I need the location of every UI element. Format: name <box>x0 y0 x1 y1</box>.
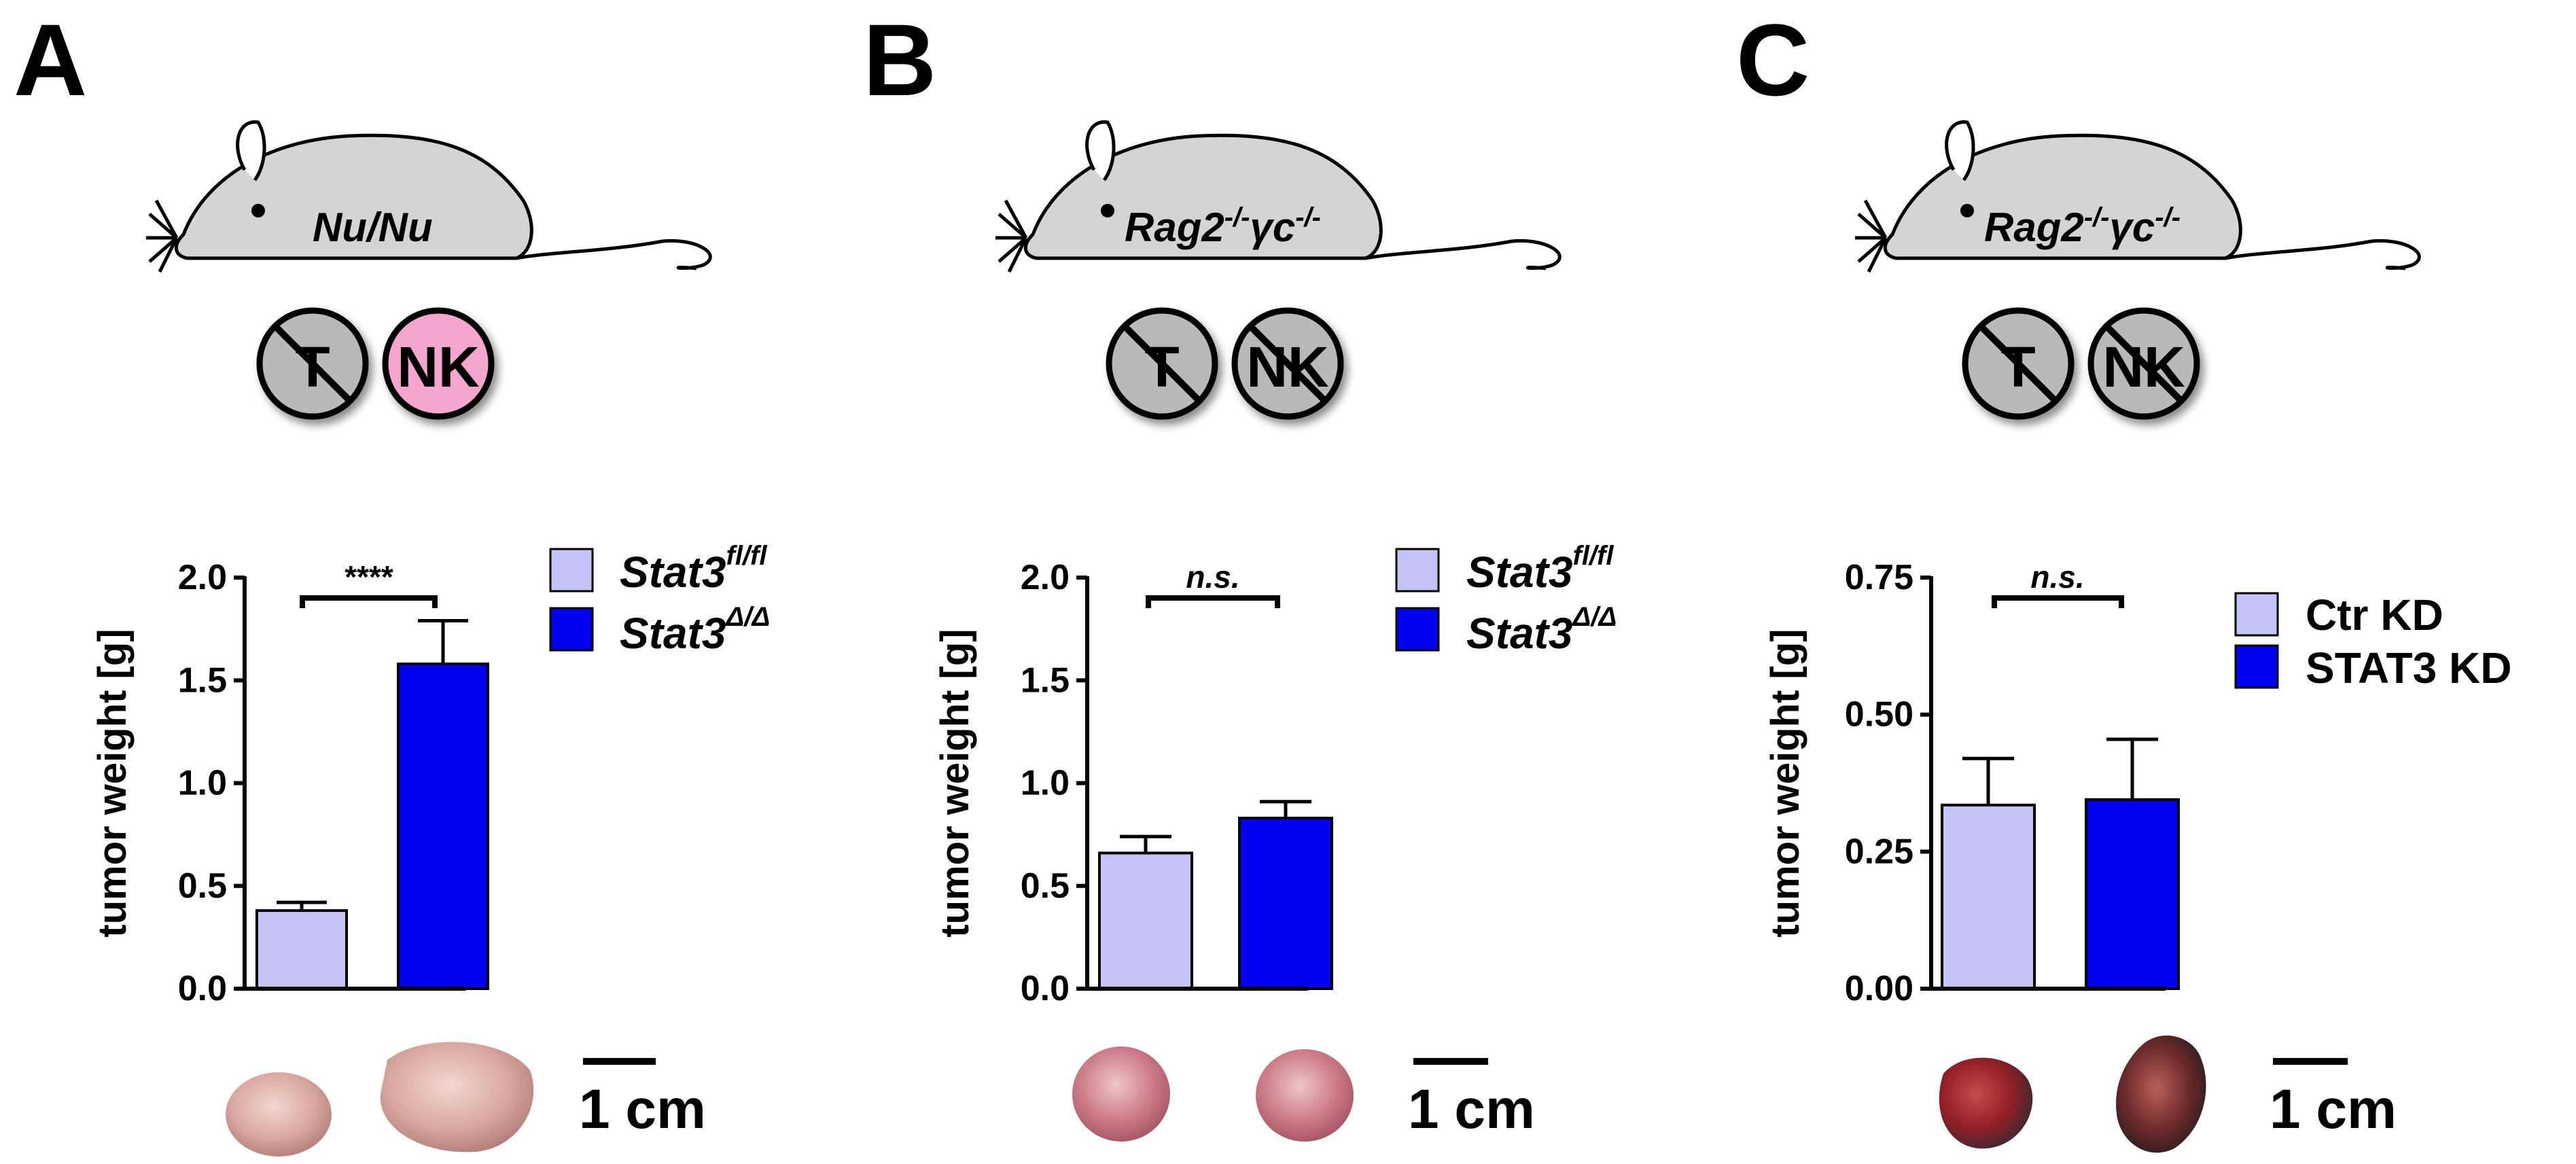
significance-label: n.s. <box>1186 559 1239 595</box>
tumor-photo <box>1072 1046 1170 1142</box>
tumor-photo <box>2116 1035 2206 1153</box>
mouse-ear <box>1945 120 1975 181</box>
svg-text:1 cm: 1 cm <box>1408 1078 1535 1140</box>
svg-text:STAT3 KD: STAT3 KD <box>2306 643 2511 692</box>
mouse-ear <box>236 120 266 181</box>
tumor-photo <box>226 1072 332 1157</box>
y-tick-label: 0.5 <box>1021 866 1070 906</box>
svg-text:Stat3Δ/Δ: Stat3Δ/Δ <box>1466 602 1617 658</box>
bar <box>1098 851 1193 990</box>
significance-label: n.s. <box>2030 559 2084 595</box>
bar-chart: 0.0 0.5 1.0 1.5 2.0 tumor weight [g] <box>933 558 1333 1008</box>
panel-b: B Rag2-/-γc-/- T NK 0.0 0.5 1.0 1.5 2.0 tumor… <box>863 3 1617 1142</box>
legend: Stat3fl/fl Stat3Δ/Δ <box>1395 541 1617 658</box>
tumor-photo <box>380 1042 534 1152</box>
cell-icon-t: T <box>1962 307 2075 420</box>
tumor-photos <box>1939 1035 2206 1153</box>
mouse-tail <box>516 239 712 270</box>
tumor-photo <box>1939 1057 2033 1149</box>
y-tick-label: 2.0 <box>1021 558 1070 597</box>
bar-chart: 0.0 0.5 1.0 1.5 2.0 tumor weight [g] <box>90 558 489 1008</box>
tumor-photo <box>1256 1049 1354 1142</box>
y-tick-label: 1.0 <box>1021 764 1070 803</box>
strain-label: Rag2-/-γc-/- <box>1125 202 1321 250</box>
legend-item: STAT3 KD <box>2234 643 2511 692</box>
significance: n.s. <box>1146 559 1280 608</box>
mouse-eye <box>1960 204 1974 217</box>
legend-item: Ctr KD <box>2234 590 2443 639</box>
significance: n.s. <box>1992 559 2124 608</box>
y-tick-label: 2.0 <box>178 558 227 597</box>
svg-text:Ctr KD: Ctr KD <box>2306 590 2443 639</box>
legend-item: Stat3Δ/Δ <box>1395 602 1617 658</box>
y-tick-label: 0.50 <box>1845 695 1913 735</box>
mouse-ear <box>1085 120 1116 181</box>
legend: Ctr KD STAT3 KD <box>2234 590 2511 692</box>
y-tick-label: 0.5 <box>178 866 227 906</box>
y-axis-title: tumor weight [g] <box>90 629 135 937</box>
svg-text:NK: NK <box>397 335 479 399</box>
legend: Stat3fl/fl Stat3Δ/Δ <box>549 541 770 658</box>
bar <box>1941 803 2036 991</box>
svg-text:1 cm: 1 cm <box>579 1078 706 1140</box>
scale-bar: 1 cm <box>2270 1058 2397 1140</box>
svg-text:1 cm: 1 cm <box>2270 1078 2397 1140</box>
y-axis-title: tumor weight [g] <box>1763 629 1807 937</box>
svg-text:Stat3Δ/Δ: Stat3Δ/Δ <box>620 602 770 658</box>
significance: **** <box>300 559 438 608</box>
bar <box>255 909 348 991</box>
bar <box>2085 798 2180 990</box>
mouse-tail <box>2225 239 2421 270</box>
y-tick-label: 1.5 <box>178 660 227 700</box>
y-tick-label: 1.0 <box>178 764 227 803</box>
bar <box>397 663 489 990</box>
y-axis-title: tumor weight [g] <box>933 629 977 937</box>
panel-letter: B <box>863 3 936 117</box>
mouse-eye <box>1101 204 1114 217</box>
panel-letter: A <box>14 3 87 117</box>
cell-icon-t: T <box>256 307 369 420</box>
cell-icon-t: T <box>1106 307 1218 420</box>
y-tick-label: 0.25 <box>1845 832 1913 871</box>
strain-label: Rag2-/-γc-/- <box>1984 202 2181 250</box>
panel-letter: C <box>1736 3 1810 117</box>
y-tick-label: 1.5 <box>1021 660 1070 700</box>
scale-bar: 1 cm <box>579 1058 706 1140</box>
strain-label: Nu/Nu <box>313 205 433 250</box>
svg-text:Stat3fl/fl: Stat3fl/fl <box>620 541 767 597</box>
bar-chart: 0.00 0.25 0.50 0.75 tumor weight [g] <box>1763 558 2180 1008</box>
mouse-illustration: Nu/Nu <box>146 120 712 273</box>
mouse-illustration: Rag2-/-γc-/- <box>995 120 1562 273</box>
cell-icon-nk: NK <box>2087 307 2200 420</box>
legend-item: Stat3fl/fl <box>1395 541 1614 597</box>
tumor-photos <box>226 1042 534 1157</box>
y-tick-label: 0.75 <box>1845 558 1913 597</box>
tumor-photos <box>1072 1046 1354 1142</box>
mouse-whiskers <box>146 199 179 273</box>
svg-text:Stat3fl/fl: Stat3fl/fl <box>1466 541 1614 597</box>
scale-bar: 1 cm <box>1408 1058 1535 1140</box>
panel-c: C Rag2-/-γc-/- T NK 0.00 0.25 0.50 0.75 tumo… <box>1736 3 2511 1153</box>
cell-icon-nk: NK <box>382 307 495 420</box>
significance-label: **** <box>345 559 393 595</box>
mouse-tail <box>1365 239 1562 270</box>
legend-item: Stat3Δ/Δ <box>549 602 770 658</box>
panel-a: A Nu/Nu T NK 0.0 0.5 1.0 1.5 2.0 tumor weight… <box>14 3 770 1157</box>
mouse-whiskers <box>995 199 1028 273</box>
cell-icon-nk: NK <box>1231 307 1344 420</box>
mouse-whiskers <box>1855 199 1888 273</box>
y-tick-label: 0.0 <box>178 969 227 1008</box>
bar <box>1238 816 1333 991</box>
y-tick-label: 0.0 <box>1021 969 1070 1008</box>
y-tick-label: 0.00 <box>1845 969 1913 1008</box>
mouse-eye <box>251 204 265 217</box>
legend-item: Stat3fl/fl <box>549 541 767 597</box>
mouse-illustration: Rag2-/-γc-/- <box>1855 120 2421 273</box>
